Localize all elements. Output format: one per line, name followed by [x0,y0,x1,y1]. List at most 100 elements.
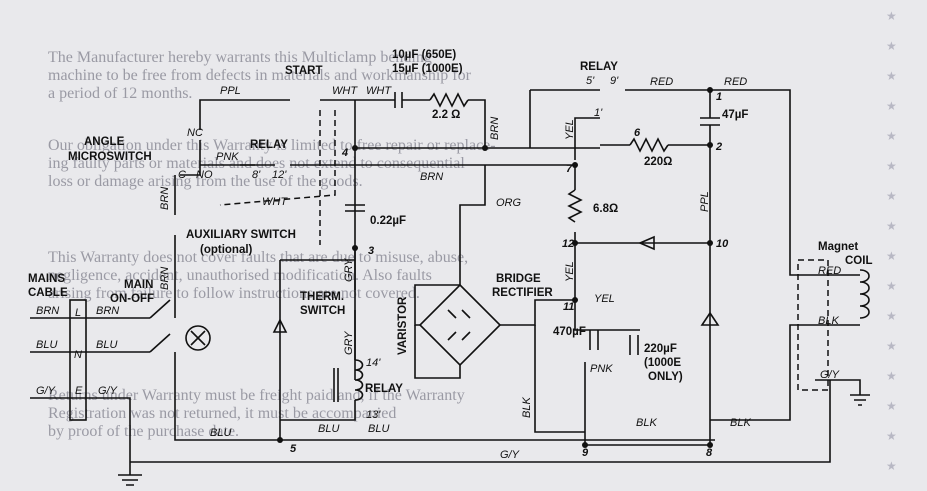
magnet-box [797,259,829,391]
terminal-labels: NC NO C 8' 12' 5' 9' 1' 14' 13' L N E [74,75,619,421]
aux-optional-label: (optional) [200,244,253,256]
cap-470-label: 470µF [553,326,586,338]
wire-label: BLK [818,315,839,327]
wire-label: RED [818,265,841,277]
star-icon: ★ [886,99,897,113]
terminal-n: N [74,349,82,361]
on-off-label: ON-OFF [110,293,154,305]
start-label: START [285,65,322,77]
magnet-label: Magnet [818,241,858,253]
node-3: 3 [368,245,374,257]
wire-label: BLU [36,339,57,351]
star-icon: ★ [886,249,897,263]
wire-label: BLU [96,339,117,351]
wire-label: PPL [699,191,711,212]
wire-label: BRN [420,171,443,183]
wire [414,284,460,326]
wire-label: RED [650,76,673,88]
junction [352,145,358,151]
wire-label: WHT [366,85,392,97]
lamp-cross [190,330,206,346]
aux-switch-label: AUXILIARY SWITCH [186,229,296,241]
terminal-14: 14' [366,357,381,369]
angle-label: ANGLE [84,136,125,148]
wire-label: BRN [36,305,59,317]
wire-label: BRN [96,305,119,317]
microswitch-label: MICROSWITCH [68,151,152,163]
wire-gy-magnet [815,379,861,395]
relay-label: RELAY [250,139,288,151]
wire-label: PNK [590,363,613,375]
cable-label: CABLE [28,287,68,299]
component-labels: START 10µF (650E) 15µF (1000E) 2.2 Ω REL… [28,49,872,395]
node-10: 10 [716,238,729,250]
wire-label: BRN [159,267,171,290]
wire-label: BLK [730,417,751,429]
node-6: 6 [634,127,641,139]
bg-line: Registration was not returned, it must b… [48,405,396,422]
indicator-lamp-icon [185,325,211,351]
switch-blade [149,333,171,353]
wire-labels: PPL WHT WHT BRN RED RED PNK BRN WHT ORG … [36,76,841,461]
wire [180,140,201,176]
therm-label: THERM. [300,291,344,303]
wire-ppl [199,99,290,130]
dashed-linkage [219,110,336,206]
star-icon: ★ [886,129,897,143]
diode-icon [700,311,720,326]
wire-label: ORG [496,197,522,209]
relay-label: RELAY [580,61,618,73]
terminal-12: 12' [272,169,287,181]
ground-icon [118,474,142,486]
wire-label: BLK [521,397,533,418]
coil-label: COIL [845,255,872,267]
terminal-e: E [75,385,83,397]
wire-label: BLU [210,427,231,439]
junction [352,245,358,251]
node-5: 5 [290,443,297,455]
star-icon: ★ [886,69,897,83]
wire-label: G/Y [820,369,840,381]
junction [572,162,578,168]
therm-switch-label: SWITCH [300,305,345,317]
cap-label: 10µF (650E) [392,49,456,61]
wire-label: WHT [262,196,288,208]
varistor-label: VARISTOR [397,296,409,355]
wire-gy-bottom [130,380,831,463]
background-text: The Manufacturer hereby warrants this Mu… [48,49,496,440]
terminal-l: L [75,307,81,319]
node-9: 9 [582,447,589,459]
resistor-6-8 [567,189,583,223]
bridge-rectifier [418,283,502,367]
star-icon: ★ [886,309,897,323]
switch-blade [149,299,171,319]
wire-label: BRN [159,187,171,210]
wire-gy-mains [30,397,131,475]
terminal-no: NO [196,169,213,181]
star-icon: ★ [886,159,897,173]
resistor-2-2 [429,92,469,108]
relay-coil [354,359,364,401]
wire-label: YEL [564,119,576,140]
wire-label: YEL [594,293,615,305]
wire-label: BRN [489,117,501,140]
junction [572,240,578,246]
star-icon: ★ [886,429,897,443]
wire-label: GRY [343,258,355,282]
wire-label: BLU [318,423,339,435]
junction [277,437,283,443]
terminal-13: 13' [366,409,381,421]
wire-label: GRY [343,331,355,355]
wire-label: G/Y [500,449,520,461]
wire [414,325,461,379]
star-icon: ★ [886,279,897,293]
wire-label: PNK [216,151,239,163]
star-icon: ★ [886,189,897,203]
star-icon: ★ [886,39,897,53]
wire-blu-bottom [174,352,715,441]
bg-line: loss or damage arising from the use of t… [48,173,363,190]
star-icon: ★ [886,9,897,23]
node-2: 2 [715,141,722,153]
junction [707,142,713,148]
